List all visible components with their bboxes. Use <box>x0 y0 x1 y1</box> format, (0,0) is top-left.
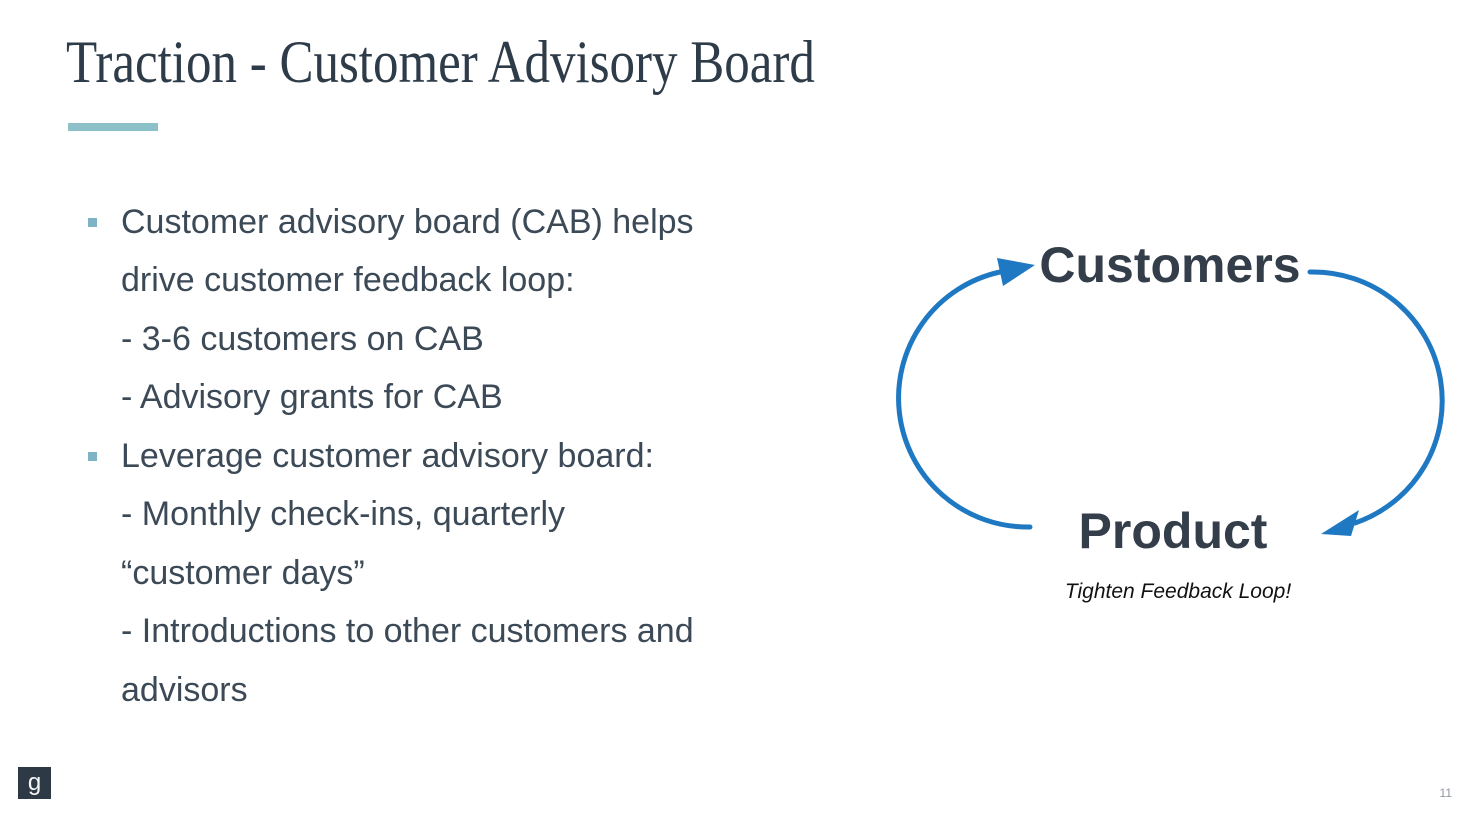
bullet-line: Leverage customer advisory board: <box>88 427 808 486</box>
loop-arrows-graphic <box>896 258 1445 536</box>
bullet-continuation-line: - Monthly check-ins, quarterly <box>88 486 808 545</box>
bullet-text: - Introductions to other customers and <box>121 612 694 651</box>
bullet-continuation-line: advisors <box>88 661 808 720</box>
bullet-text: drive customer feedback loop: <box>121 261 575 300</box>
bullet-continuation-line: drive customer feedback loop: <box>88 252 808 311</box>
bullet-continuation-line: “customer days” <box>88 544 808 603</box>
bullet-text: Customer advisory board (CAB) helps <box>121 202 694 241</box>
slide-title: Traction - Customer Advisory Board <box>66 29 815 95</box>
loop-arc-right <box>1307 269 1445 526</box>
loop-arc-left <box>896 269 1033 530</box>
page-number: 11 <box>1439 786 1452 800</box>
title-underline <box>68 123 158 131</box>
bullet-continuation-line: - 3-6 customers on CAB <box>88 310 808 369</box>
bullet-square-icon <box>88 451 97 461</box>
logo-letter: g <box>27 769 42 796</box>
bullet-text: advisors <box>121 670 248 709</box>
bullet-line: Customer advisory board (CAB) helps <box>88 193 808 252</box>
arrowhead-to-product-icon <box>1321 510 1359 536</box>
feedback-loop-diagram: Customers Product Tighten Feedback Loop! <box>870 230 1470 620</box>
bullet-list: Customer advisory board (CAB) helps drive… <box>88 193 808 720</box>
customers-label: Customers <box>1039 237 1301 293</box>
bullet-text: - Advisory grants for CAB <box>121 378 503 417</box>
arrowhead-to-customers-icon <box>997 258 1035 286</box>
bullet-text: - Monthly check-ins, quarterly <box>121 495 566 534</box>
diagram-caption: Tighten Feedback Loop! <box>1064 580 1292 603</box>
bullet-text: - 3-6 customers on CAB <box>121 319 484 358</box>
bullet-continuation-line: - Introductions to other customers and <box>88 603 808 662</box>
bullet-text: Leverage customer advisory board: <box>121 436 654 475</box>
logo-g-icon: g <box>18 767 51 799</box>
bullet-continuation-line: - Advisory grants for CAB <box>88 369 808 428</box>
bullet-square-icon <box>88 217 97 227</box>
bullet-text: “customer days” <box>121 553 365 592</box>
product-label: Product <box>1078 503 1268 559</box>
